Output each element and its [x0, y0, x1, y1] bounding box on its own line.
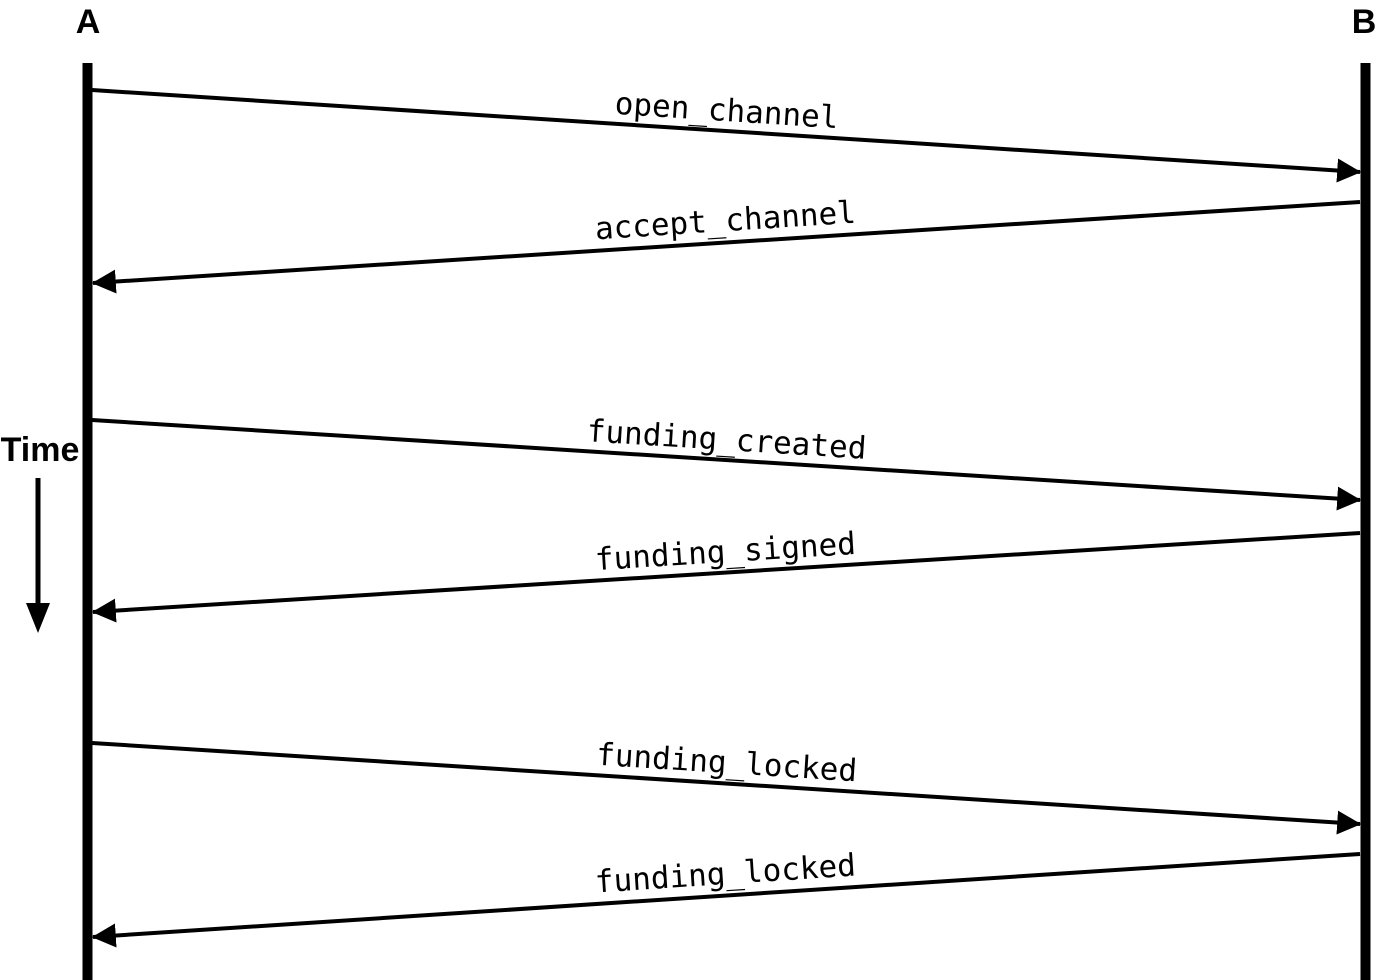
time-label: Time: [1, 431, 80, 469]
message-arrow-funding-signed: [91, 531, 1361, 623]
actor-a-label: A: [76, 3, 101, 41]
time-arrow-head: [26, 603, 50, 633]
message-label-funding-signed: funding_signed: [594, 526, 857, 578]
message-arrow-funding-locked-1: [91, 741, 1362, 835]
message-arrow-accept-channel: [91, 200, 1361, 294]
message-label-accept-channel: accept_channel: [594, 195, 857, 248]
message-label-funding-locked-1: funding_locked: [595, 737, 858, 790]
message-arrow-open-channel: [91, 88, 1362, 183]
actor-b-label: B: [1352, 3, 1376, 41]
message-label-open-channel: open_channel: [614, 86, 840, 136]
message-arrow-funding-locked-2: [91, 852, 1361, 948]
message-arrow-funding-created: [91, 418, 1362, 511]
message-label-funding-locked-2: funding_locked: [594, 848, 857, 901]
time-arrow: [26, 478, 50, 633]
